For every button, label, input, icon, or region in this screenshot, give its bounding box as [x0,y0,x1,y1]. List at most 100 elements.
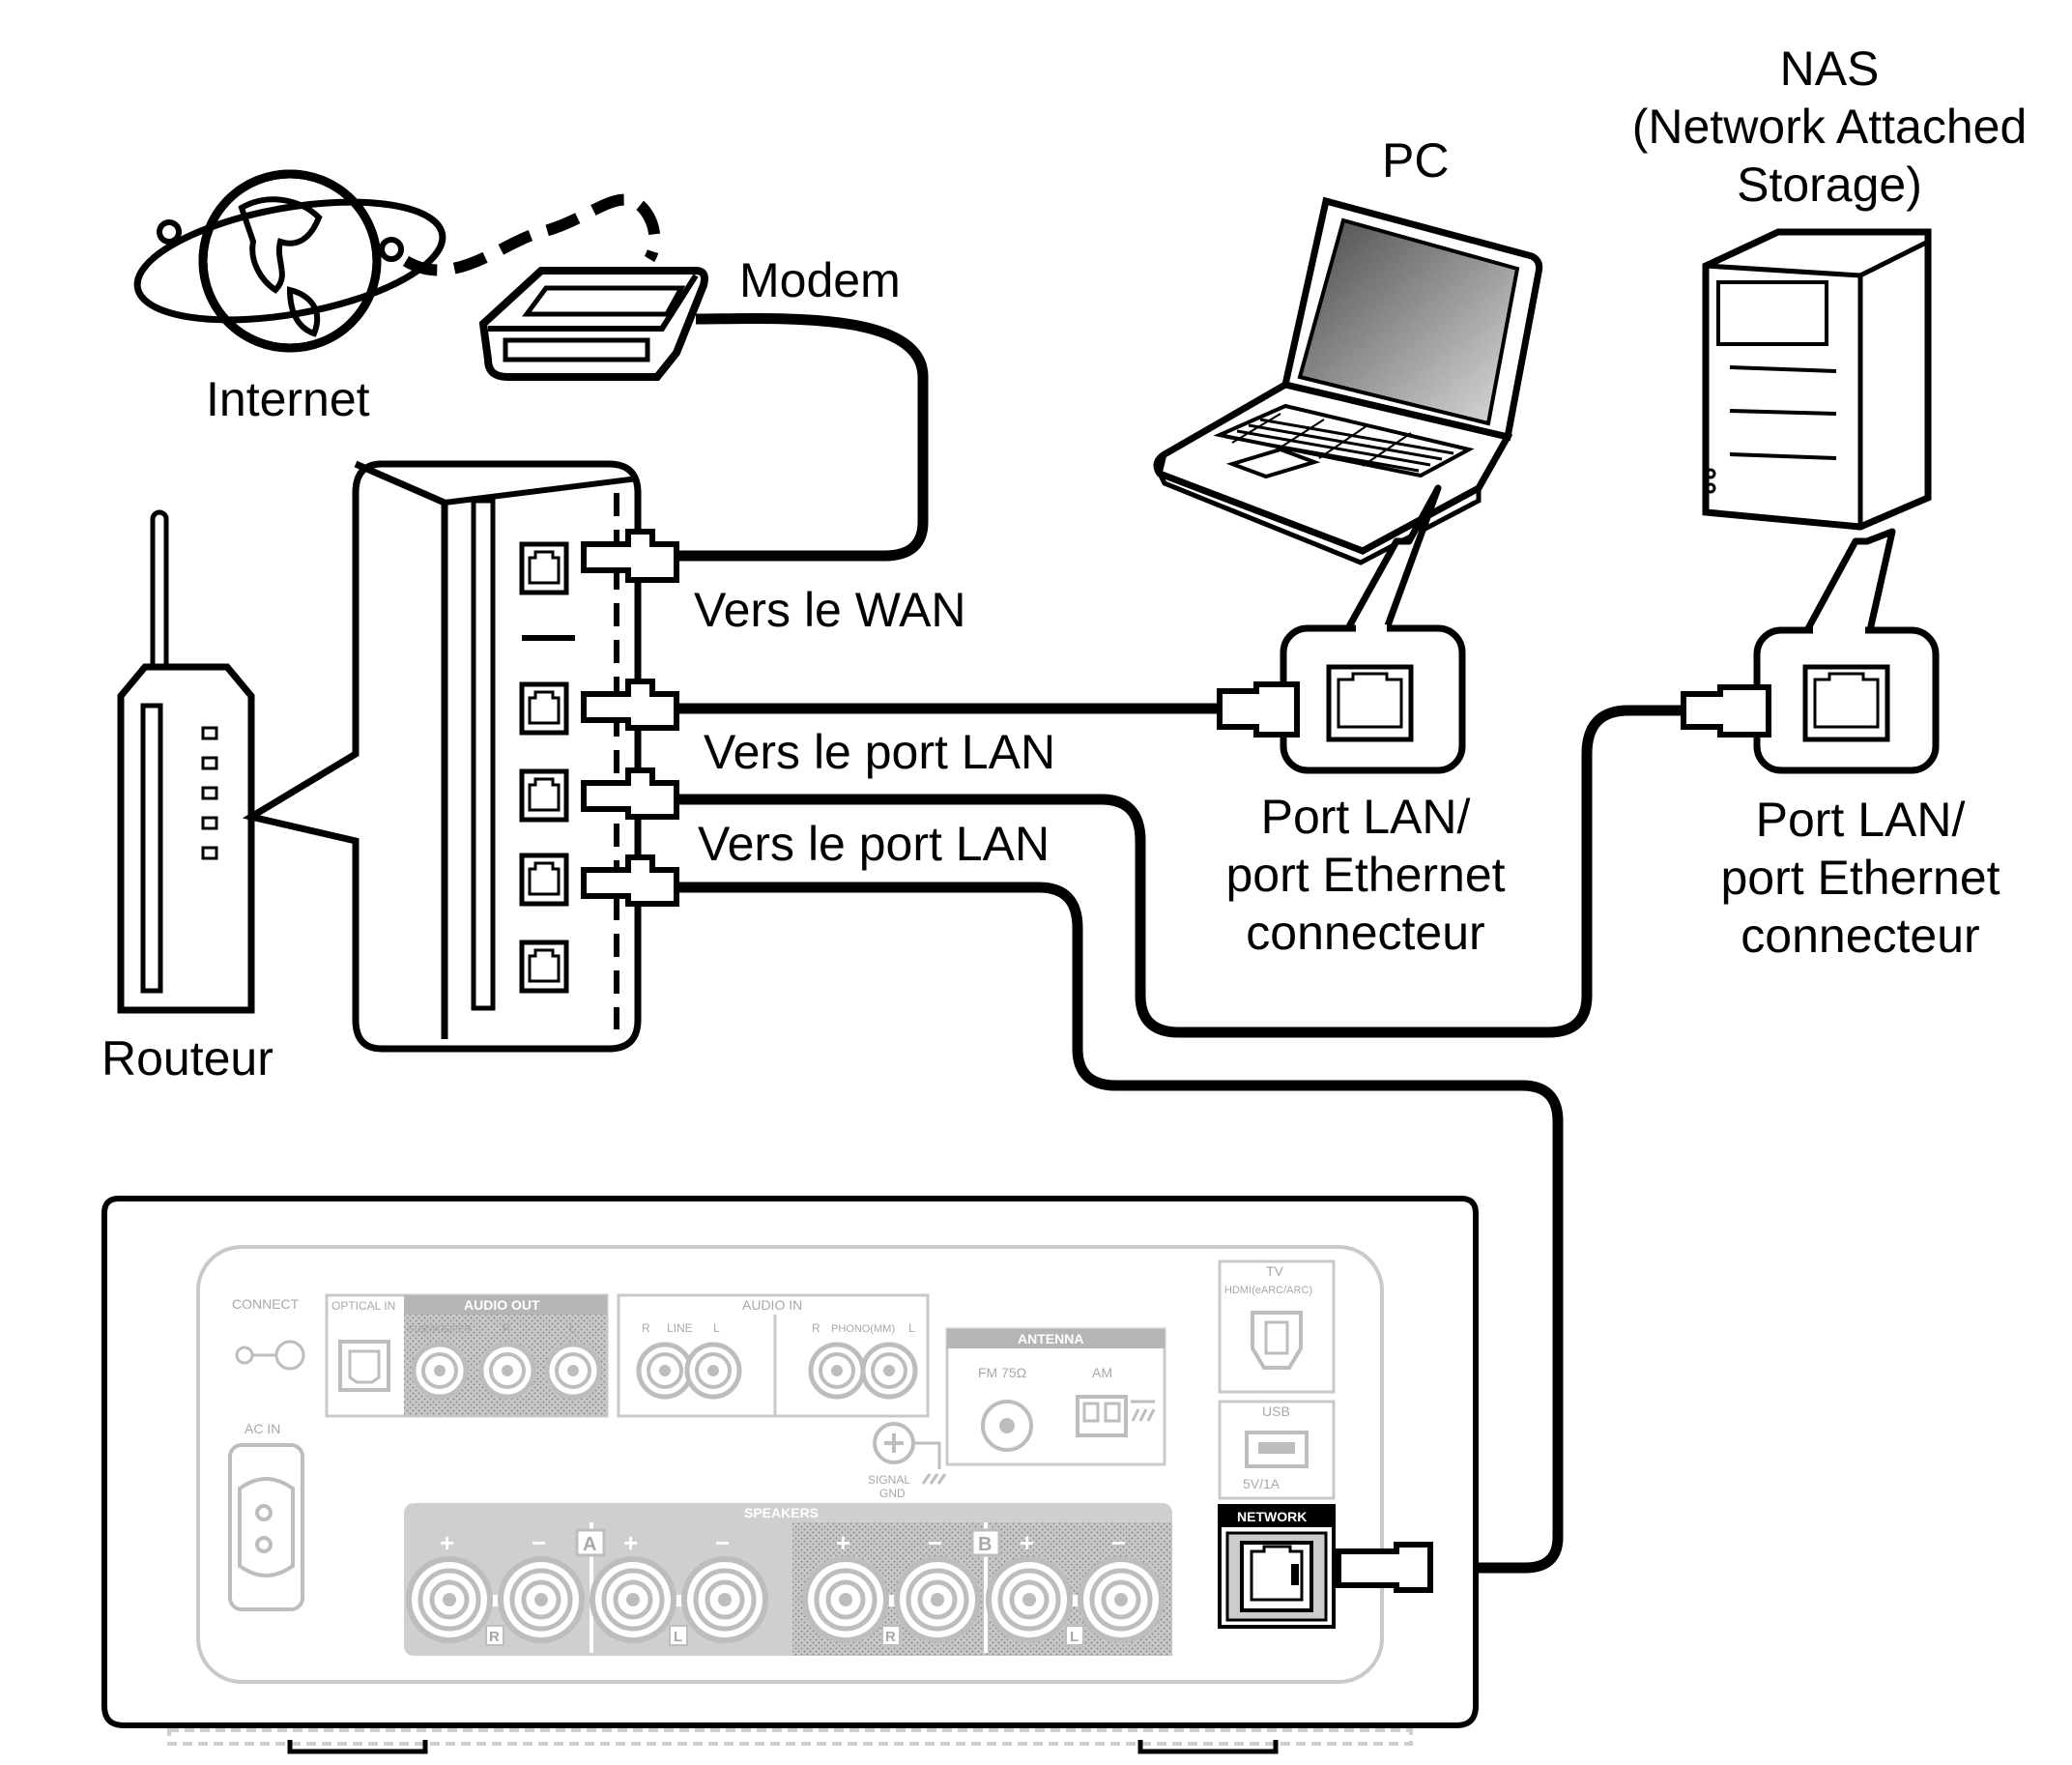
modem-label: Modem [739,253,901,307]
speaker-a-l-plus-terminal [592,1559,674,1640]
ethernet-port-icon [1240,1541,1313,1612]
fm-antenna-jack [981,1400,1033,1452]
nas-port-label-line3: connecteur [1741,909,1979,963]
pc-port-label-line1: Port LAN/ [1261,790,1471,844]
speaker-b-r-plus: + [836,1528,850,1557]
router-lan-port-2 [522,771,566,820]
connect-icon [235,1340,305,1371]
rj45-plug-icon [581,854,679,907]
usb-rating-label: 5V/1A [1243,1476,1281,1491]
speaker-a-label: A [583,1534,596,1555]
nas-port-label-line1: Port LAN/ [1756,793,1966,847]
speaker-a-r-minus-terminal [501,1559,582,1640]
router-wan-port [522,544,566,593]
optical-in-label: OPTICAL IN [331,1299,395,1313]
pc-port-label-line3: connecteur [1246,906,1484,960]
nas-lan-cable [676,705,1684,1038]
speaker-a-r-minus: − [532,1528,546,1557]
subwoofer-label: SUBWOOFER [408,1324,472,1335]
speaker-a-l-minus-terminal [684,1559,765,1640]
optical-port-icon [338,1340,390,1392]
rj45-plug-icon [581,679,679,731]
receiver-rear-panel: CONNECT AC IN OPTICAL IN AUDIO OUT SUBWO… [101,1196,1479,1754]
usb-port-icon [1245,1431,1309,1468]
phono-r-jack [811,1345,863,1397]
phono-r-label: R [812,1321,820,1335]
router-lan-port-4 [522,942,566,991]
signal-gnd-terminal [873,1422,947,1485]
rj45-plug-icon [581,529,679,583]
line-label: LINE [667,1321,693,1335]
signal-gnd-label-1: SIGNAL [868,1473,910,1487]
router-lan-port-1 [522,684,566,733]
to-lan-label-2: Vers le port LAN [698,817,1050,871]
speaker-a-r-plus-terminal [409,1559,490,1640]
internet-modem-link [402,193,661,276]
audio-out-r-label: R [503,1321,511,1335]
speaker-b-r-label: R [885,1629,896,1645]
wan-cable [676,313,929,562]
audio-out-l-label: L [569,1321,576,1335]
line-r-jack [639,1345,691,1397]
globe-icon [133,169,446,353]
audio-out-r-jack [481,1345,533,1397]
pc-label: PC [1382,133,1449,188]
speaker-b-label: B [978,1534,992,1555]
speaker-a-l-minus: − [715,1528,730,1557]
audio-out-l-jack [547,1345,599,1397]
nas-port-callout [1681,528,1940,774]
ethernet-port-icon [1326,664,1414,742]
rj45-plug-icon [1336,1542,1433,1593]
phono-l-jack [863,1345,915,1397]
router-label: Routeur [101,1031,273,1085]
rj45-plug-icon [1681,684,1771,738]
network-port-block: NETWORK [1218,1504,1336,1629]
nas-label-line3: Storage) [1737,158,1922,212]
nas-label-line1: NAS [1780,42,1880,96]
nas-port-label-line2: port Ethernet [1720,851,2000,905]
speaker-b-l-minus: − [1111,1528,1126,1557]
audio-in-label: AUDIO IN [742,1297,802,1313]
speaker-b-l-label: L [1070,1629,1079,1645]
speaker-a-l-plus: + [623,1528,638,1557]
speaker-a-r-plus: + [440,1528,454,1557]
ac-inlet-icon [228,1443,304,1611]
receiver-lan-cable [676,882,1564,1574]
cables [402,193,1684,1574]
speaker-b-r-plus-terminal [805,1559,886,1640]
antenna-label: ANTENNA [1018,1331,1083,1346]
am-label: AM [1092,1365,1112,1380]
ethernet-port-icon [1802,664,1890,742]
internet-label: Internet [206,372,370,426]
speaker-b-l-minus-terminal [1080,1559,1162,1640]
speaker-b-l-plus: + [1020,1528,1034,1557]
hdmi-label: HDMI(eARC/ARC) [1224,1285,1312,1296]
fm-label: FM 75Ω [978,1365,1026,1380]
nas-label-line2: (Network Attached [1632,100,2028,154]
router-callout [242,460,679,1053]
network-label: NETWORK [1237,1509,1307,1524]
signal-gnd-label-2: GND [879,1487,906,1500]
nas-icon [1702,228,1932,531]
phono-l-label: L [908,1321,915,1335]
audio-in-r-label: R [642,1321,650,1335]
pc-port-label-line2: port Ethernet [1225,848,1505,902]
hdmi-port-icon [1251,1311,1303,1370]
line-l-jack [687,1345,739,1397]
rj45-plug-icon [581,767,679,820]
connect-label: CONNECT [232,1296,300,1312]
router-icon [117,509,255,1014]
speaker-b-r-minus: − [928,1528,942,1557]
pc-port-callout [1217,484,1466,774]
to-wan-label: Vers le WAN [694,583,966,637]
laptop-icon [1153,196,1543,565]
speaker-a-r-label: R [489,1629,500,1645]
to-lan-label-1: Vers le port LAN [704,725,1055,779]
tv-label: TV [1266,1263,1284,1279]
am-antenna-terminal [1076,1395,1156,1437]
audio-in-l-label: L [713,1321,720,1335]
speakers-label: SPEAKERS [744,1505,819,1520]
rj45-plug-icon [1217,681,1300,738]
phono-label: PHONO(MM) [831,1323,895,1335]
